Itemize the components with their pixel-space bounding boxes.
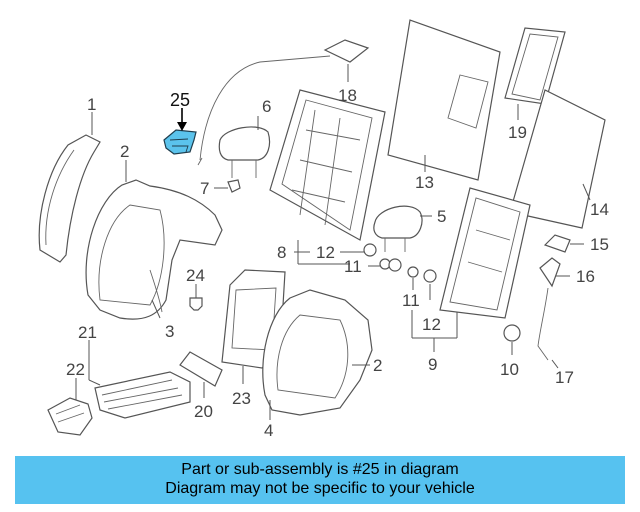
callout-12-left: 12: [316, 243, 335, 262]
callout-5: 5: [437, 207, 446, 226]
part-right-seatback-frame: [439, 187, 531, 319]
callout-20: 20: [194, 402, 213, 421]
callout-9: 9: [428, 355, 437, 374]
callout-15: 15: [590, 235, 609, 254]
banner-line-1: Part or sub-assembly is #25 in diagram: [181, 461, 459, 478]
part-2-left-seatback-cushion: [85, 160, 223, 320]
info-banner: Part or sub-assembly is #25 in diagram D…: [15, 456, 625, 504]
part-24-clip: [189, 284, 203, 311]
callout-16: 16: [576, 267, 595, 286]
part-10-knob: [503, 324, 521, 355]
callout-19: 19: [508, 123, 527, 142]
part-14-rear-board: [509, 89, 606, 229]
part-13-panel: [387, 19, 501, 181]
part-22-bracket: [47, 378, 93, 436]
part-21-seat-bottom-frame: [88, 340, 191, 419]
callout-8: 8: [277, 243, 286, 262]
callout-11-right: 11: [402, 291, 420, 310]
callout-22: 22: [66, 360, 85, 379]
part-20-pad: [179, 351, 223, 398]
callout-21: 21: [78, 323, 97, 342]
part-5-headrest: [373, 205, 432, 252]
part-1-side-bolster: [38, 112, 101, 263]
banner-line-2: Diagram may not be specific to your vehi…: [165, 480, 475, 497]
callout-7: 7: [200, 179, 209, 198]
part-11-12-right-fasteners: [388, 258, 458, 352]
callout-10: 10: [500, 360, 519, 379]
part-15-bracket: [543, 234, 584, 253]
callout-24: 24: [186, 266, 205, 285]
callout-18: 18: [338, 86, 357, 105]
callout-1: 1: [87, 95, 96, 114]
part-25-highlighted: [163, 108, 197, 155]
part-19-frame: [504, 27, 566, 120]
callout-2-right: 2: [373, 356, 382, 375]
part-6-headrest: [218, 116, 271, 178]
callout-4: 4: [264, 421, 273, 440]
callout-23: 23: [232, 389, 251, 408]
callout-6: 6: [262, 97, 271, 116]
callout-14: 14: [590, 200, 609, 219]
part-seatback-frame-center: [269, 89, 386, 241]
callout-2-left: 2: [120, 142, 129, 161]
callout-3: 3: [165, 322, 174, 341]
cable: [197, 55, 331, 166]
callout-11-left: 11: [344, 257, 362, 276]
callout-25: 25: [170, 90, 190, 110]
callout-12-right: 12: [422, 315, 441, 334]
callout-17: 17: [555, 368, 574, 387]
callout-13: 13: [415, 173, 434, 192]
part-18-latch: [323, 39, 370, 82]
part-16-17-release-cable: [537, 257, 570, 369]
part-2-right-cushion: [262, 289, 373, 420]
part-8-12-11-fasteners: [294, 240, 391, 270]
parts-diagram: 1 2 3 4 2 5 6 7 8 9 10 11 11 12 12 13 14…: [38, 19, 609, 440]
part-7-bushing: [214, 179, 241, 193]
